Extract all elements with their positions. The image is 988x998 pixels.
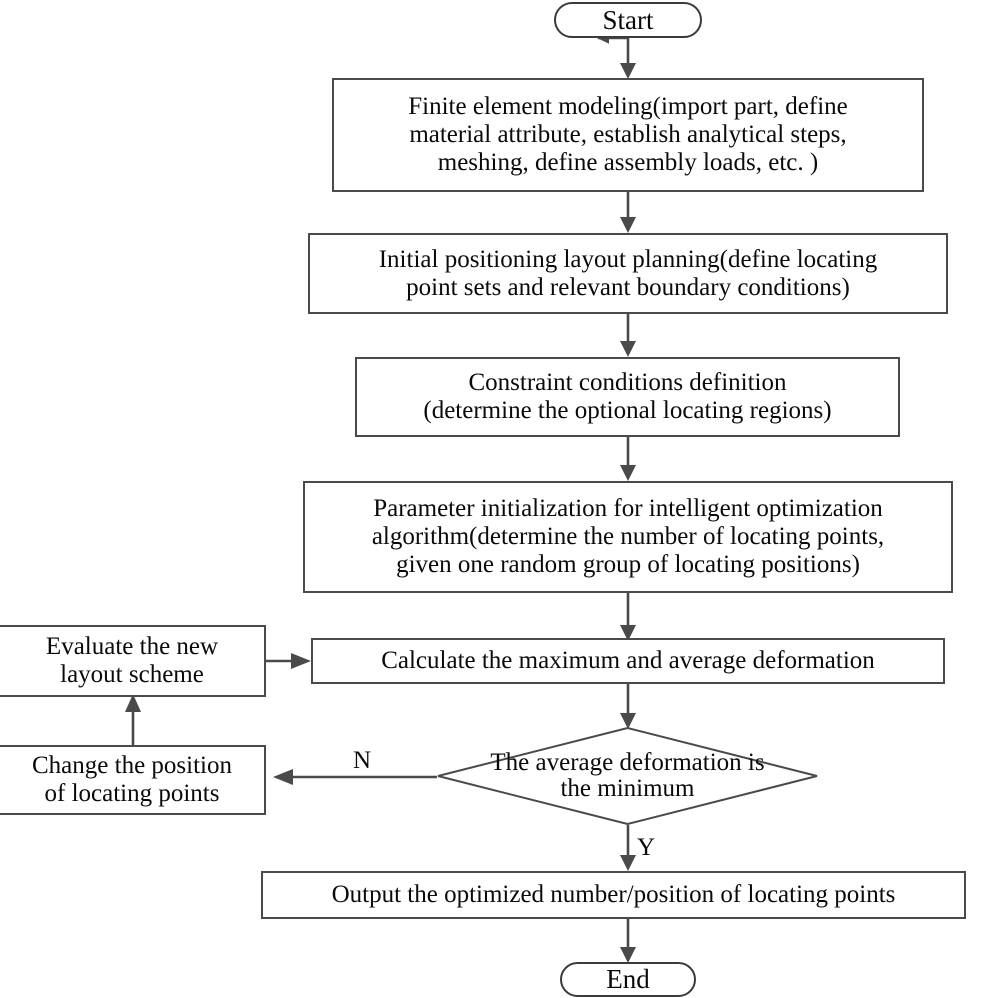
node-end-label: End: [606, 964, 650, 995]
node-output-optimized-points[interactable]: Output the optimized number/position of …: [261, 871, 966, 919]
node-evaluate-layout-scheme[interactable]: Evaluate the new layout scheme: [0, 625, 266, 697]
node-calculate-deformation[interactable]: Calculate the maximum and average deform…: [311, 638, 945, 684]
node-change-locating-points-label: Change the position of locating points: [32, 752, 232, 807]
node-finite-element-modeling-label: Finite element modeling(import part, def…: [408, 93, 848, 176]
node-output-optimized-points-label: Output the optimized number/position of …: [331, 881, 896, 908]
node-start-label: Start: [602, 4, 654, 35]
edge-label-yes: Y: [637, 834, 656, 861]
decision-diamond-shape: [437, 727, 818, 825]
node-initial-positioning-layout-label: Initial positioning layout planning(defi…: [378, 245, 878, 301]
node-parameter-initialization-label: Parameter initialization for intelligent…: [371, 495, 885, 578]
node-calculate-deformation-label: Calculate the maximum and average deform…: [381, 647, 875, 674]
node-start[interactable]: Start: [554, 2, 702, 38]
edge-evaluate-to-calculate: [266, 653, 311, 669]
edge-label-no: N: [353, 747, 372, 774]
node-constraint-conditions[interactable]: Constraint conditions definition (determ…: [355, 357, 900, 437]
node-decision-average-deformation-label: The average deformation is the minimum: [490, 748, 765, 802]
node-constraint-conditions-label: Constraint conditions definition (determ…: [423, 369, 832, 424]
node-finite-element-modeling[interactable]: Finite element modeling(import part, def…: [332, 78, 924, 192]
node-change-locating-points[interactable]: Change the position of locating points: [0, 745, 266, 815]
node-evaluate-layout-scheme-label: Evaluate the new layout scheme: [45, 633, 219, 688]
edge-change-to-evaluate: [125, 694, 141, 745]
node-end[interactable]: End: [560, 962, 696, 997]
node-parameter-initialization[interactable]: Parameter initialization for intelligent…: [303, 481, 953, 593]
node-decision-average-deformation[interactable]: The average deformation is the minimum: [437, 727, 818, 825]
node-initial-positioning-layout[interactable]: Initial positioning layout planning(defi…: [308, 233, 948, 314]
